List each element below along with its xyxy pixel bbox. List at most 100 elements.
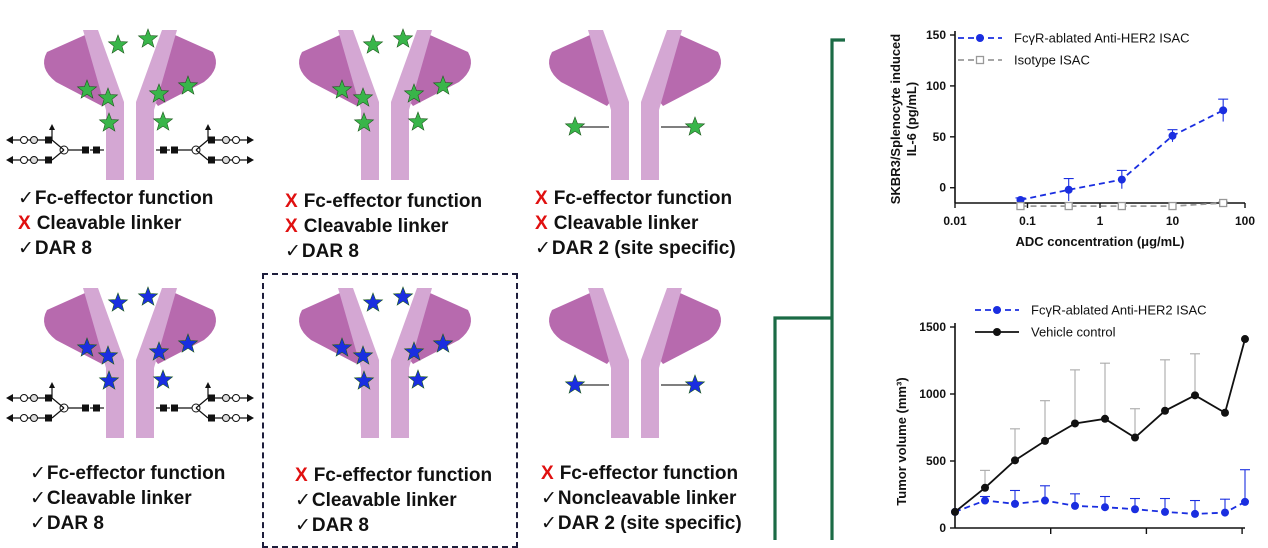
feature-line: ✓Fc-effector function (30, 461, 225, 486)
antibody-bottom-wt-cleavable (6, 286, 254, 438)
feature-label: Fc-effector function (559, 463, 739, 484)
y-tick-label: 50 (933, 130, 947, 144)
feature-mark: X (535, 188, 548, 209)
star-icon (432, 333, 454, 353)
data-point (1221, 508, 1229, 517)
feature-label: Fc-effector function (34, 188, 214, 209)
glycan-arrow (6, 394, 13, 402)
star-icon (407, 369, 429, 389)
data-point (951, 507, 959, 516)
glycan-icon (156, 382, 254, 422)
y-axis-label: SKBR3/Splenocyte induced (888, 34, 903, 205)
glycan-square (160, 146, 167, 154)
legend-label: FcγR-ablated Anti-HER2 ISAC (1031, 303, 1207, 318)
glycan-circle (20, 136, 28, 144)
glycan-circle (232, 156, 240, 164)
glycan-square (93, 404, 100, 412)
bracket-connector (773, 38, 845, 545)
glycan-circle (222, 156, 230, 164)
feature-label: Noncleavable linker (557, 488, 737, 509)
data-point (1101, 414, 1109, 423)
star-icon (137, 286, 159, 306)
heavy-chain-right (391, 288, 432, 438)
glycan-circle (222, 394, 230, 402)
feature-mark: ✓ (18, 188, 34, 209)
data-point (1131, 505, 1139, 514)
star-icon (403, 341, 425, 361)
feature-label: Fc-effector function (553, 188, 733, 209)
feature-label: Cleavable linker (311, 490, 457, 511)
heavy-chain-left (83, 288, 124, 438)
data-point (1219, 106, 1228, 115)
data-point (1041, 436, 1049, 445)
star-icon (98, 370, 120, 390)
feature-mark: ✓ (535, 238, 551, 259)
series-line (954, 499, 1246, 515)
feature-mark: ✓ (30, 513, 46, 534)
glycan-icon (6, 382, 104, 422)
feature-line: ✓DAR 8 (295, 513, 492, 538)
feature-label: DAR 8 (311, 515, 369, 536)
heavy-chain-right (136, 30, 177, 180)
glycan-circle (30, 136, 38, 144)
heavy-chain-left (338, 30, 379, 180)
glycan-circle (30, 394, 38, 402)
glycan-square (160, 404, 167, 412)
glycan-square (45, 394, 52, 402)
star-icon (97, 87, 119, 107)
glycan-square (45, 156, 52, 164)
star-icon (148, 83, 170, 103)
x-tick-label: 0.1 (1019, 214, 1036, 228)
star-icon (152, 111, 174, 131)
glycan-bond (51, 397, 65, 409)
y-tick-label: 1000 (919, 387, 946, 401)
star-icon (352, 345, 374, 365)
glycan-arrow (247, 136, 254, 144)
light-chain-right (649, 293, 721, 364)
x-tick-label: 10 (1166, 214, 1180, 228)
glycan-square (82, 404, 89, 412)
data-point (1221, 408, 1229, 417)
feature-mark: X (18, 213, 31, 234)
star-icon (353, 370, 375, 390)
data-point (1101, 503, 1109, 512)
star-icon (331, 337, 353, 357)
light-chain-right (144, 35, 216, 106)
star-icon (98, 112, 120, 132)
light-chain-right (399, 35, 471, 106)
data-point (1219, 198, 1228, 208)
glycan-square (171, 146, 178, 154)
star-icon (97, 345, 119, 365)
data-point (1117, 175, 1126, 184)
feature-mark: X (535, 213, 548, 234)
data-point (1191, 391, 1199, 400)
feature-label: Cleavable linker (553, 213, 699, 234)
light-chain-left (549, 293, 621, 364)
feature-line: ✓DAR 8 (285, 239, 482, 264)
feature-mark: X (285, 191, 298, 212)
legend-marker (976, 34, 984, 42)
glycan-triangle (49, 124, 55, 130)
glycan-bond (195, 139, 209, 151)
glycan-arrow (247, 156, 254, 164)
light-chain-left (44, 293, 116, 364)
glycan-icon (6, 124, 104, 164)
legend-label: Vehicle control (1031, 325, 1116, 340)
data-point (981, 483, 989, 492)
feature-label: Cleavable linker (303, 216, 449, 237)
data-point (1168, 131, 1177, 140)
star-icon (107, 292, 129, 312)
y-tick-label: 500 (926, 454, 946, 468)
x-tick-label: 100 (1235, 214, 1255, 228)
glycan-triangle (205, 382, 211, 388)
y-axis-label: IL-6 (pg/mL) (904, 82, 919, 156)
